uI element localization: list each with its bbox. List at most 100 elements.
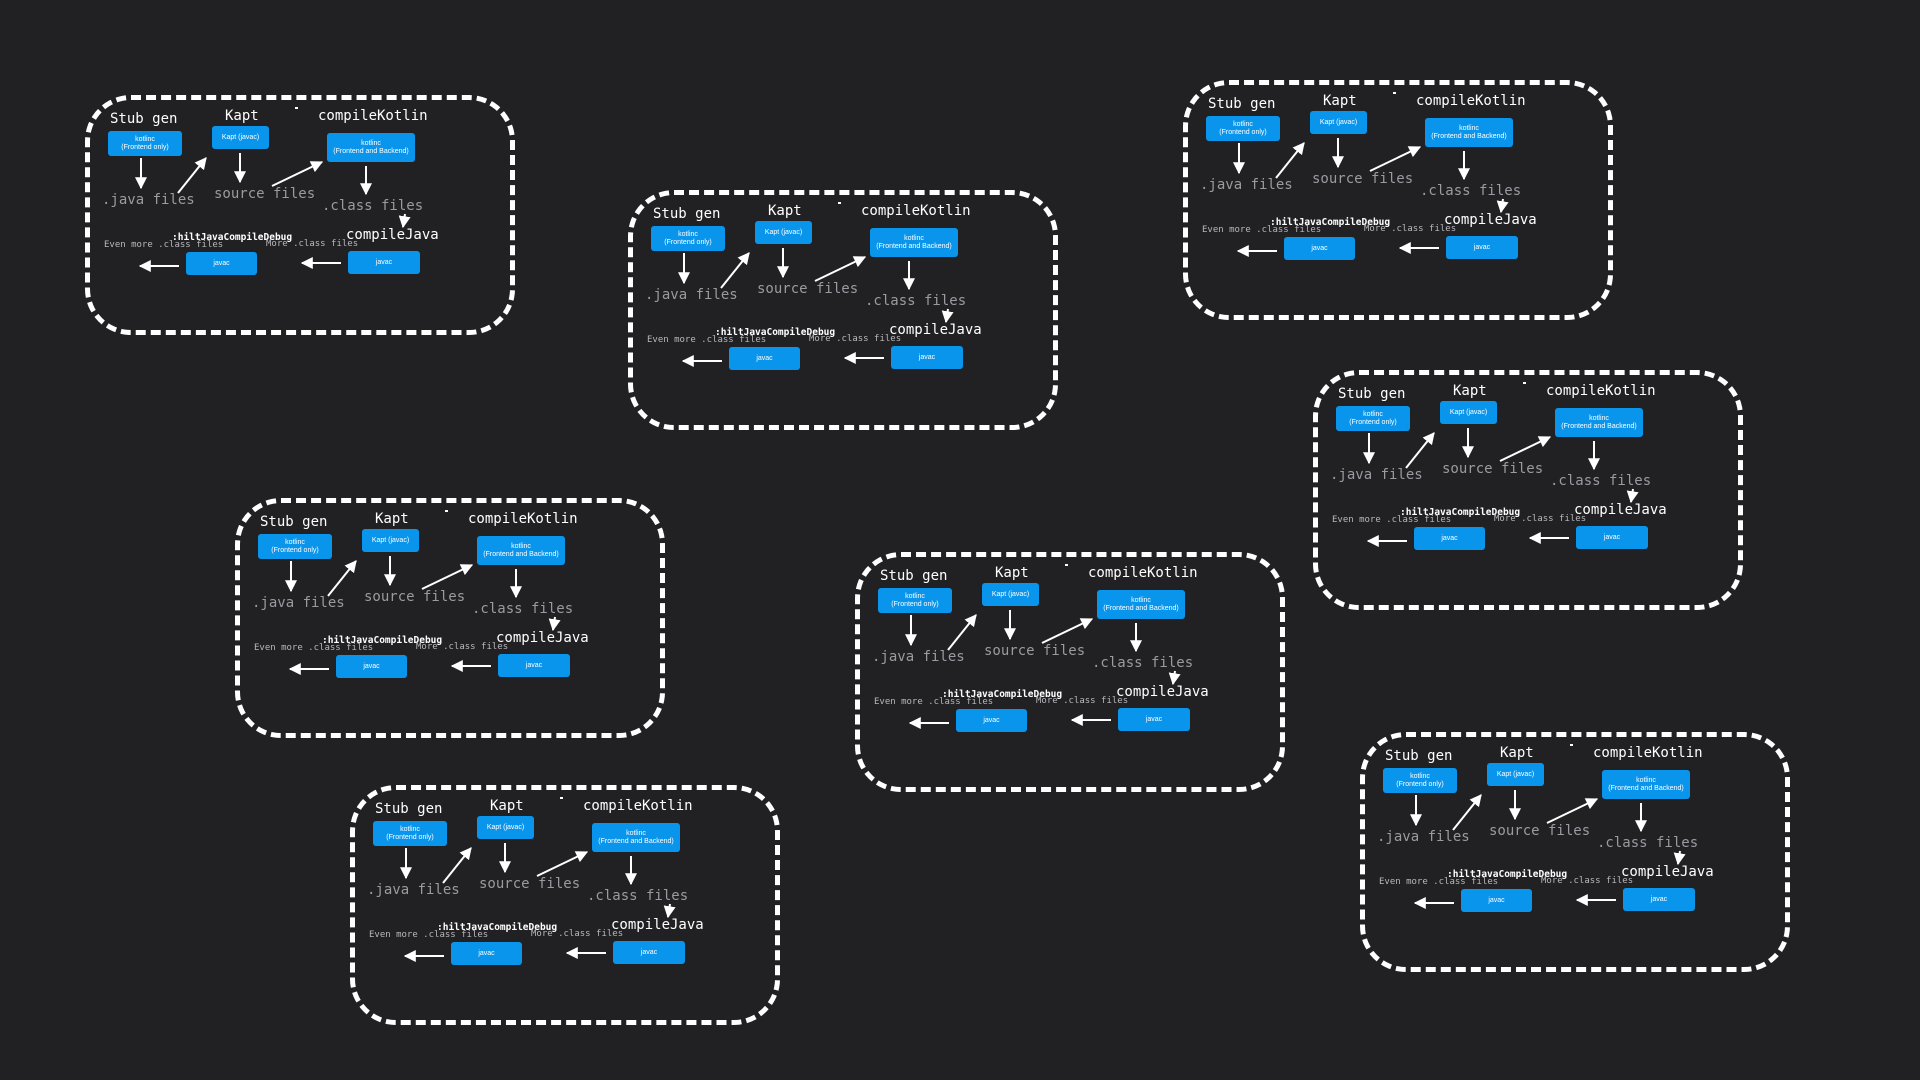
kapt-javac-box: Kapt (javac): [212, 126, 269, 149]
arrow-java-to-kapt: [442, 847, 472, 884]
hilt-task-label: :hiltJavaCompileDebug: [942, 689, 1063, 700]
compile-java-title: compileJava: [611, 917, 704, 933]
javac-box-hilt: javac: [1284, 237, 1355, 260]
compile-java-title: compileJava: [1116, 684, 1209, 700]
arrow-source-to-kotlinc: [536, 851, 589, 877]
even-more-class-files-label: Even more .class files: [104, 240, 224, 250]
class-files-label: .class files: [472, 601, 574, 617]
java-files-label: .java files: [367, 882, 460, 898]
class-files-label: .class files: [1550, 473, 1652, 489]
javac-box-hilt: javac: [1461, 889, 1532, 912]
javac-box-compile-java: javac: [613, 941, 685, 964]
arrow-java-to-kapt: [947, 614, 977, 651]
kotlinc-backend-box: kotlinc (Frontend and Backend): [477, 536, 565, 565]
java-files-label: .java files: [872, 649, 965, 665]
stub-gen-title: Stub gen: [1385, 748, 1453, 764]
kotlinc-backend-box: kotlinc (Frontend and Backend): [1425, 118, 1513, 147]
flow-arrows: [400, 843, 676, 962]
stub-gen-title: Stub gen: [375, 801, 443, 817]
kotlinc-frontend-box: kotlinc (Frontend only): [878, 588, 952, 613]
kapt-title: Kapt: [490, 798, 524, 814]
more-class-files-label: More .class files: [1541, 876, 1634, 886]
kapt-title: Kapt: [768, 203, 802, 219]
javac-box-hilt: javac: [1414, 527, 1485, 550]
kotlinc-frontend-box: kotlinc (Frontend only): [1206, 116, 1280, 141]
hilt-task-label: :hiltJavaCompileDebug: [1447, 869, 1568, 880]
javac-box-hilt: javac: [729, 347, 800, 370]
class-files-label: .class files: [1420, 183, 1522, 199]
kotlinc-backend-box: kotlinc (Frontend and Backend): [327, 133, 415, 162]
hilt-task-label: :hiltJavaCompileDebug: [437, 922, 558, 933]
arrow-java-to-kapt: [720, 252, 750, 289]
kotlinc-backend-box: kotlinc (Frontend and Backend): [870, 228, 958, 257]
flow-arrows: [1410, 790, 1686, 909]
arrow-java-to-kapt: [1405, 432, 1435, 469]
kotlinc-frontend-box: kotlinc (Frontend only): [108, 131, 182, 156]
compile-kotlin-title: compileKotlin: [1088, 565, 1198, 581]
compile-kotlin-title: compileKotlin: [861, 203, 971, 219]
kapt-javac-box: Kapt (javac): [755, 221, 812, 244]
stray-dot: [445, 510, 448, 512]
class-files-label: .class files: [865, 293, 967, 309]
flow-arrows: [678, 248, 954, 367]
javac-box-compile-java: javac: [498, 654, 570, 677]
even-more-class-files-label: Even more .class files: [647, 335, 767, 345]
more-class-files-label: More .class files: [531, 929, 624, 939]
arrow-source-to-kotlinc: [1041, 618, 1094, 644]
build-pipeline-card-1: Stub gen Kapt compileKotlin kotlinc (Fro…: [85, 95, 515, 335]
kapt-title: Kapt: [1500, 745, 1534, 761]
hilt-task-label: :hiltJavaCompileDebug: [1270, 217, 1391, 228]
javac-box-hilt: javac: [451, 942, 522, 965]
kotlinc-frontend-box: kotlinc (Frontend only): [258, 534, 332, 559]
arrow-class-to-compilejava: [398, 213, 411, 229]
more-class-files-label: More .class files: [416, 642, 509, 652]
hilt-task-label: :hiltJavaCompileDebug: [322, 635, 443, 646]
kapt-javac-box: Kapt (javac): [1487, 763, 1544, 786]
kotlinc-frontend-box: kotlinc (Frontend only): [1383, 768, 1457, 793]
compile-java-title: compileJava: [889, 322, 982, 338]
stray-dot: [1523, 382, 1526, 384]
compile-java-title: compileJava: [1444, 212, 1537, 228]
java-files-label: .java files: [102, 192, 195, 208]
build-pipeline-card-8: Stub gen Kapt compileKotlin kotlinc (Fro…: [1360, 732, 1790, 972]
compile-kotlin-title: compileKotlin: [1593, 745, 1703, 761]
stray-dot: [295, 107, 298, 109]
javac-box-hilt: javac: [336, 655, 407, 678]
even-more-class-files-label: Even more .class files: [874, 697, 994, 707]
arrow-java-to-kapt: [1275, 142, 1305, 179]
arrow-source-to-kotlinc: [1546, 798, 1599, 824]
compile-java-title: compileJava: [496, 630, 589, 646]
build-pipeline-card-6: Stub gen Kapt compileKotlin kotlinc (Fro…: [855, 552, 1285, 792]
stray-dot: [1065, 564, 1068, 566]
more-class-files-label: More .class files: [1036, 696, 1129, 706]
arrow-source-to-kotlinc: [271, 161, 324, 187]
more-class-files-label: More .class files: [1494, 514, 1587, 524]
compile-kotlin-title: compileKotlin: [1546, 383, 1656, 399]
class-files-label: .class files: [322, 198, 424, 214]
javac-box-hilt: javac: [186, 252, 257, 275]
kotlinc-backend-box: kotlinc (Frontend and Backend): [592, 823, 680, 852]
stub-gen-title: Stub gen: [110, 111, 178, 127]
arrow-class-to-compilejava: [1673, 850, 1686, 866]
compile-java-title: compileJava: [1621, 864, 1714, 880]
arrow-source-to-kotlinc: [1499, 436, 1552, 462]
java-files-label: .java files: [1200, 177, 1293, 193]
java-files-label: .java files: [1377, 829, 1470, 845]
even-more-class-files-label: Even more .class files: [254, 643, 374, 653]
arrow-source-to-kotlinc: [814, 256, 867, 282]
compile-kotlin-title: compileKotlin: [318, 108, 428, 124]
class-files-label: .class files: [1597, 835, 1699, 851]
kapt-javac-box: Kapt (javac): [982, 583, 1039, 606]
arrow-class-to-compilejava: [1626, 488, 1639, 504]
arrow-class-to-compilejava: [1496, 198, 1509, 214]
hilt-task-label: :hiltJavaCompileDebug: [1400, 507, 1521, 518]
arrow-java-to-kapt: [1452, 794, 1482, 831]
stub-gen-title: Stub gen: [1208, 96, 1276, 112]
stub-gen-title: Stub gen: [880, 568, 948, 584]
arrow-source-to-kotlinc: [421, 564, 474, 590]
javac-box-compile-java: javac: [1446, 236, 1518, 259]
even-more-class-files-label: Even more .class files: [1202, 225, 1322, 235]
more-class-files-label: More .class files: [1364, 224, 1457, 234]
stub-gen-title: Stub gen: [260, 514, 328, 530]
arrow-java-to-kapt: [327, 560, 357, 597]
